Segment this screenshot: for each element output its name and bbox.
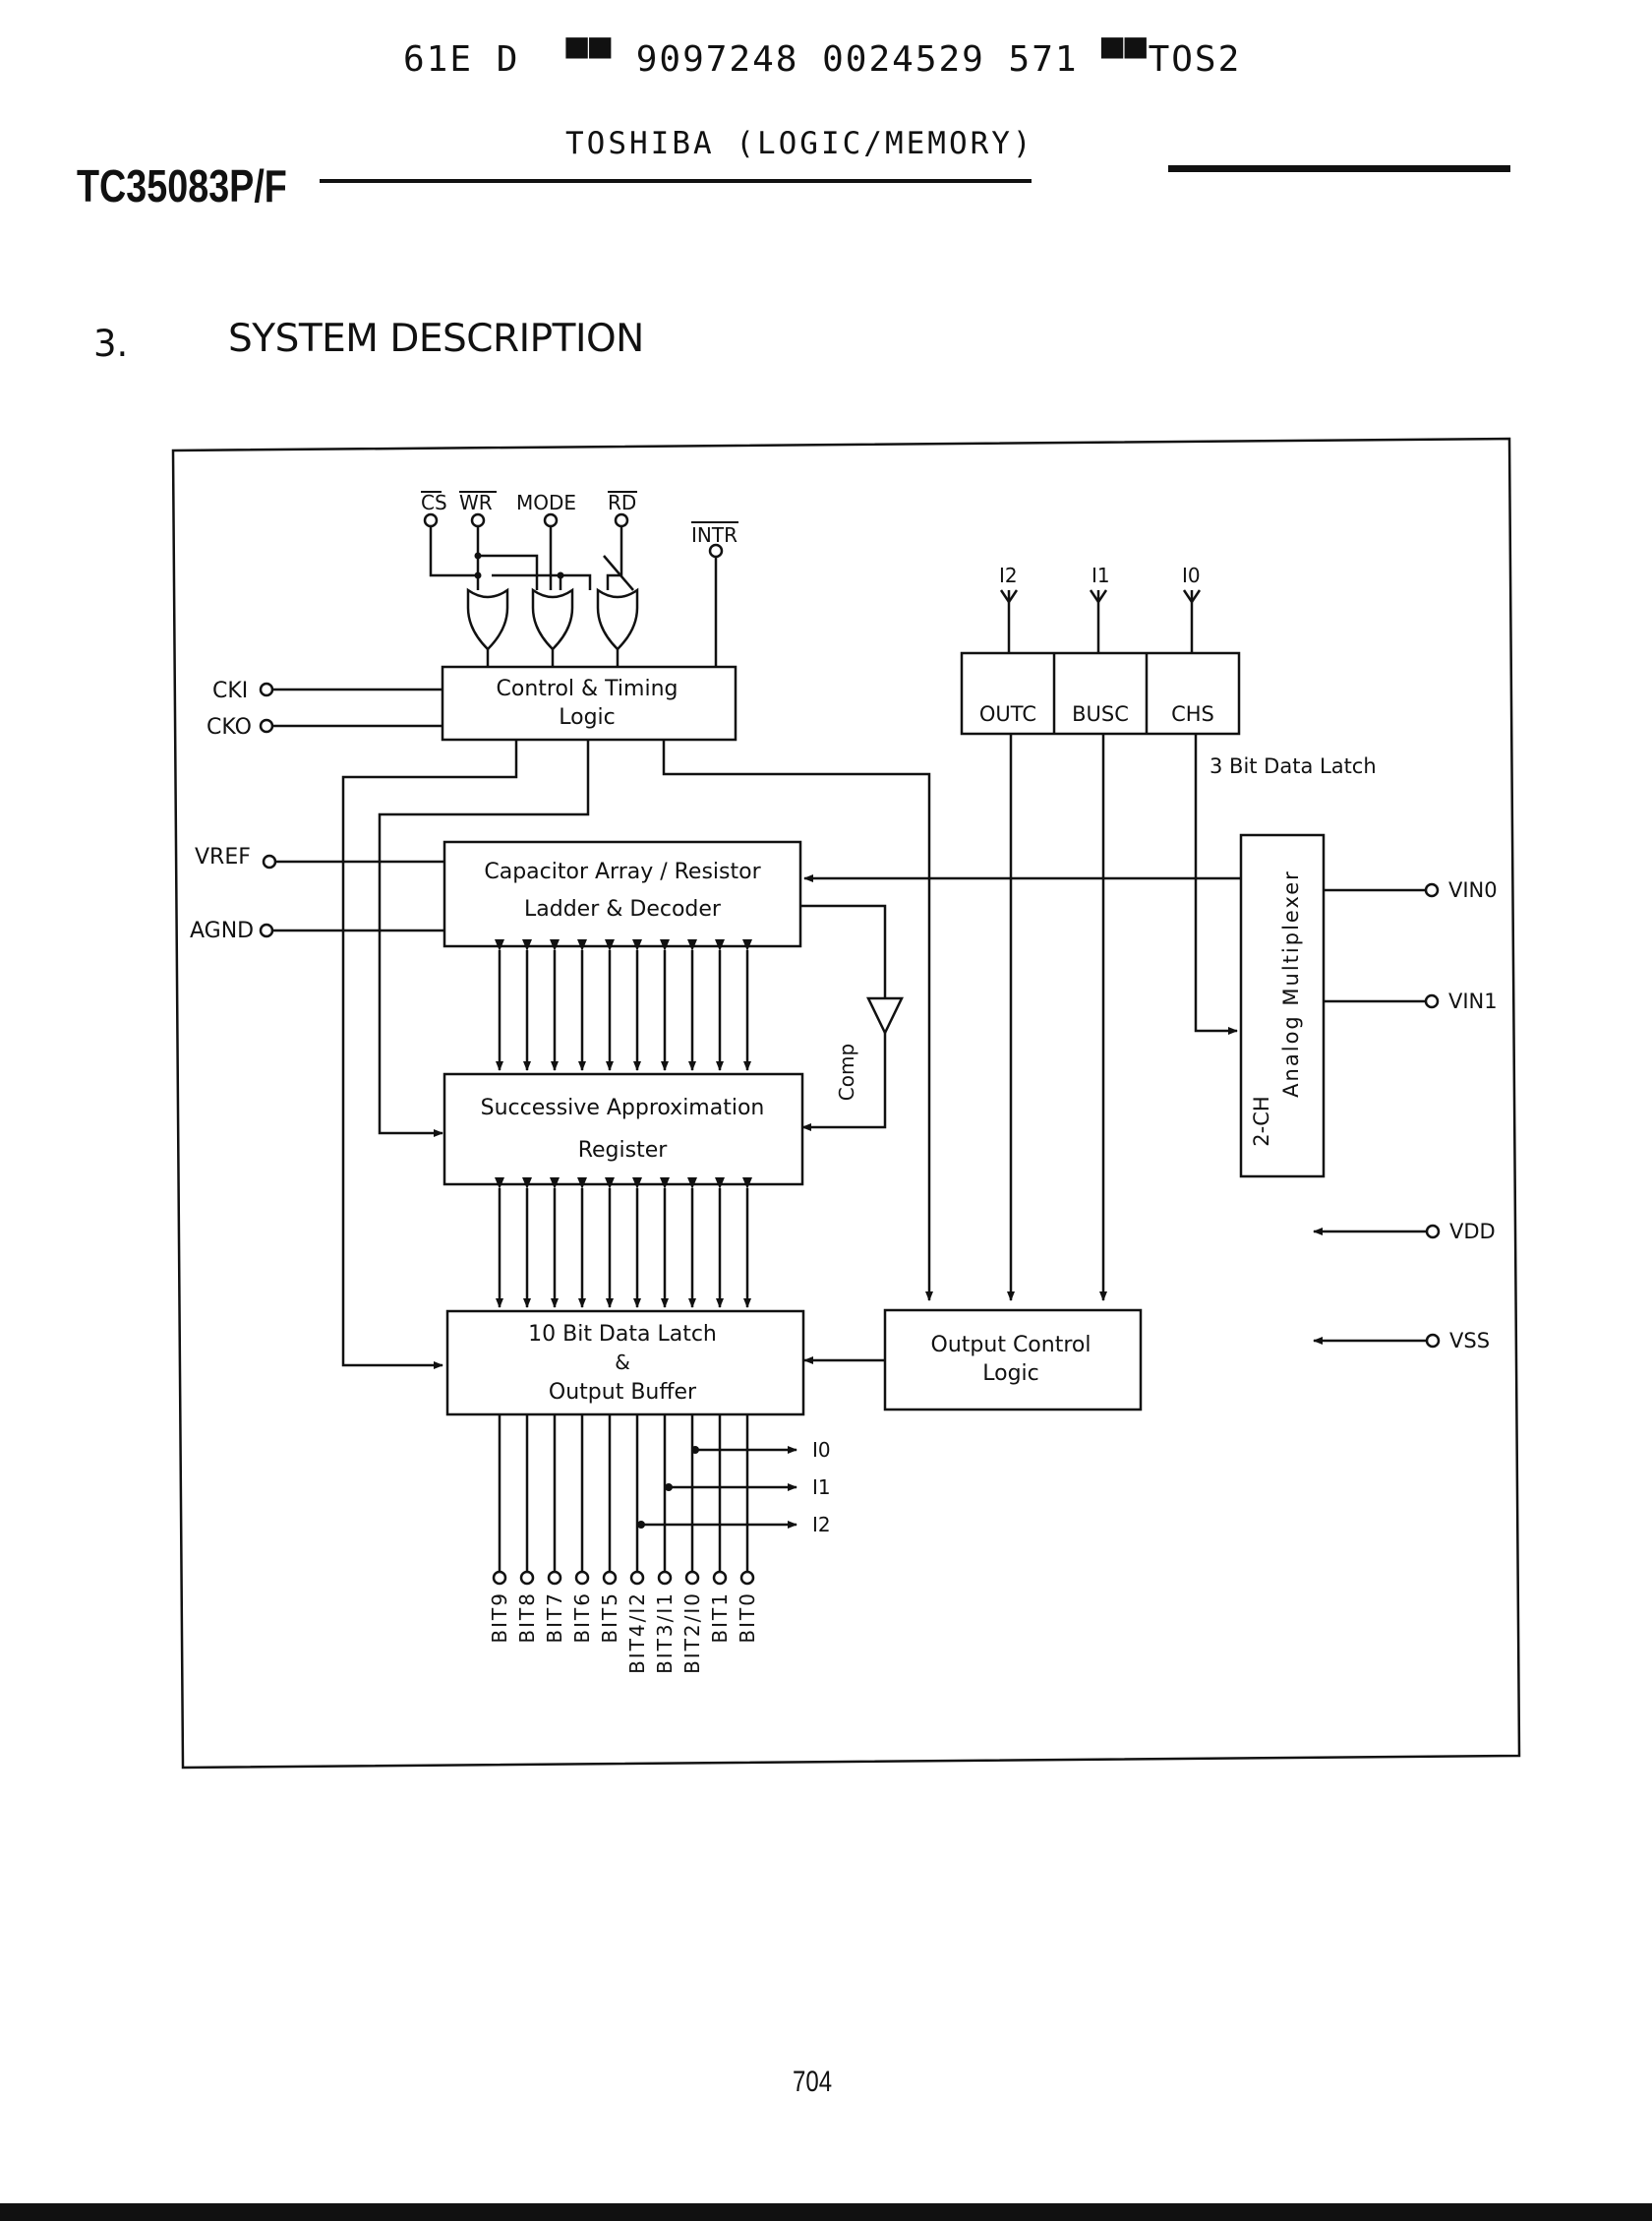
bit-label: BIT4/I2 [625, 1591, 649, 1674]
rd-pin [614, 512, 629, 528]
sar-label-1: Successive Approximation [481, 1096, 765, 1120]
analog-multiplexer-block [1239, 833, 1326, 1178]
vdd-pin [1425, 1224, 1441, 1239]
three-bit-latch-label: 3 Bit Data Latch [1210, 754, 1377, 778]
bit-label: BIT3/I1 [653, 1591, 677, 1674]
vin1-label: VIN1 [1448, 990, 1498, 1013]
outc-label: OUTC [979, 702, 1036, 726]
control-label-2: Logic [559, 705, 616, 730]
cko-label: CKO [206, 715, 252, 740]
bit-pin [602, 1570, 618, 1586]
header-rule-left [320, 179, 1032, 183]
cki-pin [259, 682, 274, 697]
capacitor-label-1: Capacitor Array / Resistor [484, 860, 761, 884]
mode-pin [543, 512, 559, 528]
bit-pin [492, 1570, 507, 1586]
latch-i1-label: I1 [1092, 564, 1110, 587]
section-title: SYSTEM DESCRIPTION [228, 317, 644, 361]
sar-block [442, 1072, 804, 1186]
rd-label: RD [608, 491, 636, 514]
latch-label-3: Output Buffer [549, 1380, 697, 1405]
vin0-label: VIN0 [1448, 878, 1498, 902]
bit-label: BIT0 [736, 1591, 759, 1644]
bit-pin [684, 1570, 700, 1586]
vin0-pin [1424, 882, 1440, 898]
comparator-symbol [866, 996, 904, 1036]
outctl-label-1: Output Control [931, 1333, 1092, 1357]
latch-label-2: & [615, 1351, 630, 1374]
latch-label-1: 10 Bit Data Latch [528, 1322, 717, 1347]
page-bottom-edge [0, 2203, 1652, 2221]
latch-register-block [960, 651, 1241, 736]
outctl-label-2: Logic [982, 1361, 1039, 1386]
bit-pin [657, 1570, 673, 1586]
out-i1-label: I1 [812, 1475, 831, 1499]
bit-pin [574, 1570, 590, 1586]
comp-label: Comp [835, 1044, 858, 1101]
header-rule-right [1168, 165, 1510, 172]
control-label-1: Control & Timing [497, 677, 678, 701]
out-i0-label: I0 [812, 1438, 831, 1462]
or-gate-1 [466, 587, 509, 651]
bit-label: BIT8 [515, 1591, 539, 1644]
diagram-frame [171, 437, 1521, 1770]
bit-pin [739, 1570, 755, 1586]
bit-pin [629, 1570, 645, 1586]
vref-pin [262, 854, 277, 870]
mux-label-2: Analog Multiplexer [1279, 870, 1303, 1098]
latch-i0-label: I0 [1182, 564, 1201, 587]
sar-label-2: Register [578, 1138, 669, 1163]
agnd-label: AGND [190, 919, 254, 943]
mode-label: MODE [516, 491, 576, 514]
cs-label: CS [421, 491, 447, 514]
bit-pin [519, 1570, 535, 1586]
output-control-block [883, 1308, 1143, 1411]
vref-label: VREF [195, 845, 251, 870]
mux-label-1: 2-CH [1250, 1096, 1273, 1146]
cki-label: CKI [212, 679, 248, 703]
bit-label: BIT6 [570, 1591, 594, 1644]
busc-label: BUSC [1072, 702, 1129, 726]
page-number: 704 [793, 2066, 833, 2098]
chs-label: CHS [1171, 702, 1214, 726]
vin1-pin [1424, 993, 1440, 1009]
wr-label: WR [459, 491, 493, 514]
section-number: 3. [93, 323, 129, 365]
out-i2-label: I2 [812, 1513, 831, 1536]
or-gate-2 [531, 587, 574, 651]
vdd-label: VDD [1449, 1220, 1496, 1243]
manufacturer-subtitle: TOSHIBA (LOGIC/MEMORY) [565, 126, 1034, 161]
bit-pin [712, 1570, 728, 1586]
capacitor-array-block [442, 840, 802, 948]
part-number: TC35083P/F [77, 160, 287, 211]
wr-pin [470, 512, 486, 528]
bit-pin [547, 1570, 562, 1586]
capacitor-label-2: Ladder & Decoder [524, 897, 722, 922]
latch-i2-label: I2 [999, 564, 1018, 587]
bit-label: BIT7 [543, 1591, 566, 1644]
agnd-pin [259, 923, 274, 938]
bit-label: BIT1 [708, 1591, 732, 1644]
bit-label: BIT5 [598, 1591, 621, 1644]
or-gate-3 [596, 587, 639, 651]
vss-label: VSS [1449, 1329, 1490, 1352]
document-code-line: 61E D ▀▀ 9097248 0024529 571 ▀▀TOS2 [403, 39, 1242, 80]
bit-label: BIT2/I0 [680, 1591, 704, 1674]
bit-label: BIT9 [488, 1591, 511, 1644]
vss-pin [1425, 1333, 1441, 1349]
cko-pin [259, 718, 274, 734]
intr-label: INTR [691, 523, 738, 547]
cs-pin [423, 512, 439, 528]
